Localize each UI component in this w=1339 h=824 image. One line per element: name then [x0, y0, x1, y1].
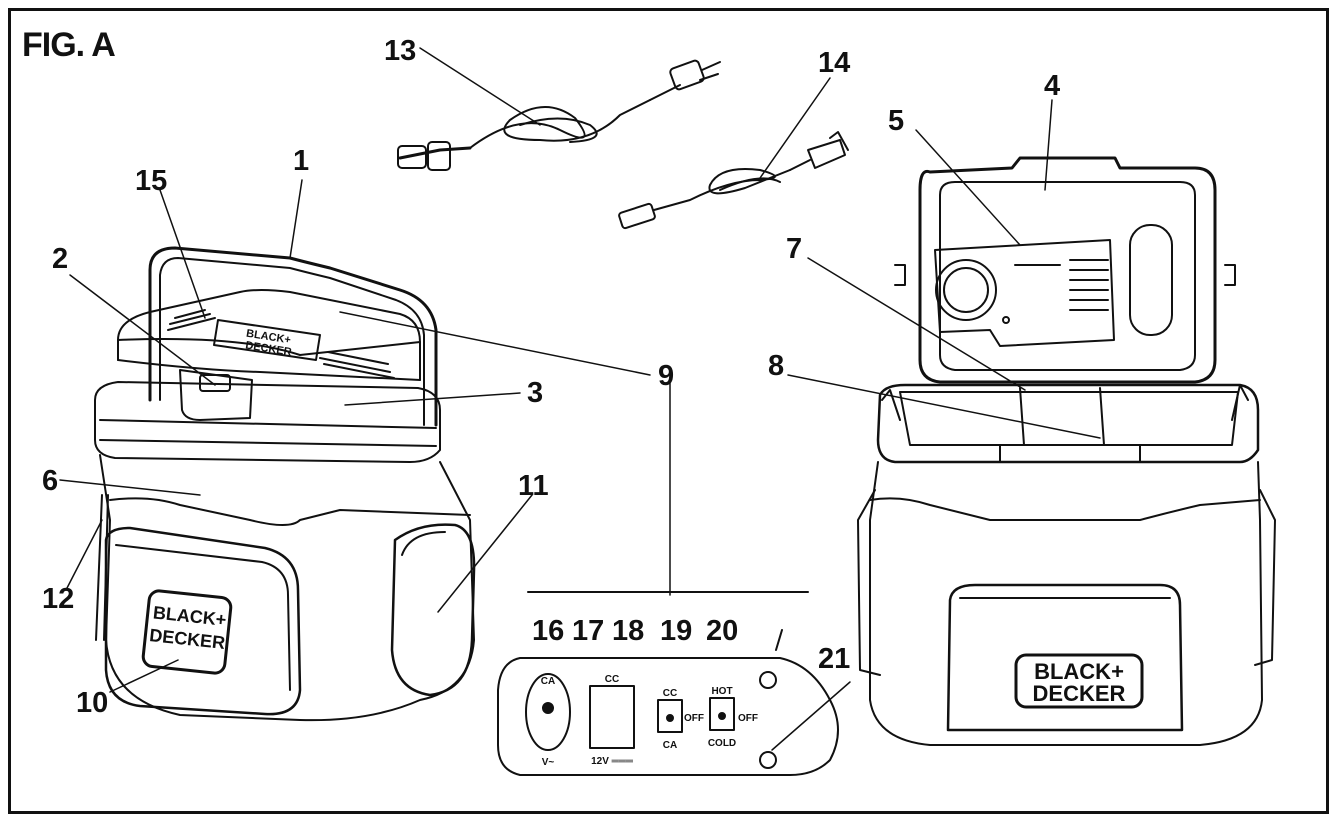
- callout-12: 12: [42, 583, 74, 615]
- callout-14: 14: [818, 47, 850, 79]
- callout-20: 20: [706, 615, 738, 647]
- ac-voltage-label: V~: [542, 757, 555, 768]
- callout-numbers: 1 2 3 4 5 6 7 8 9 10 11 12 13 14 15 16 1…: [42, 35, 1060, 719]
- callout-11: 11: [518, 470, 549, 502]
- left-pocket-brand-bottom: DECKER: [148, 625, 226, 653]
- mode-switch-side-label: OFF: [738, 713, 758, 724]
- open-cooler: [857, 156, 1276, 746]
- callout-16: 16: [532, 615, 564, 647]
- ac-power-cord: [397, 59, 721, 171]
- control-panel: [497, 379, 839, 776]
- callout-19: 19: [660, 615, 692, 647]
- callout-5: 5: [888, 105, 904, 137]
- callout-13: 13: [384, 35, 416, 67]
- power-switch-bottom-label: CA: [663, 740, 677, 751]
- callout-2: 2: [52, 243, 68, 275]
- callout-4: 4: [1044, 70, 1060, 102]
- dc-car-cord: [618, 131, 849, 230]
- callout-8: 8: [768, 350, 784, 382]
- callout-1: 1: [293, 145, 309, 177]
- callout-7: 7: [786, 233, 802, 265]
- callout-3: 3: [527, 377, 543, 409]
- callout-17: 17: [572, 615, 604, 647]
- power-switch-side-label: OFF: [684, 713, 704, 724]
- figure-title: FIG. A: [22, 26, 116, 64]
- callout-10: 10: [76, 687, 108, 719]
- callout-15: 15: [135, 165, 167, 197]
- figure-frame: [8, 8, 1329, 814]
- callout-18: 18: [612, 615, 644, 647]
- dc-voltage-label: 12V ═══: [591, 756, 634, 767]
- mode-switch-bottom-label: COLD: [708, 738, 736, 749]
- right-pocket-brand-bottom: DECKER: [1033, 681, 1126, 706]
- dc-socket-label: CC: [605, 674, 619, 685]
- mode-switch-top-label: HOT: [711, 686, 732, 697]
- leader-lines: [59, 47, 1101, 751]
- callout-6: 6: [42, 465, 58, 497]
- callout-21: 21: [818, 643, 850, 675]
- panel-labels: CA V~ CC 12V ═══ CC OFF CA HOT OFF COLD: [541, 674, 758, 768]
- power-switch-top-label: CC: [663, 688, 677, 699]
- ac-socket-label: CA: [541, 676, 555, 687]
- closed-cooler: [94, 246, 476, 722]
- right-pocket-brand-top: BLACK+: [1034, 659, 1124, 684]
- callout-9: 9: [658, 360, 674, 392]
